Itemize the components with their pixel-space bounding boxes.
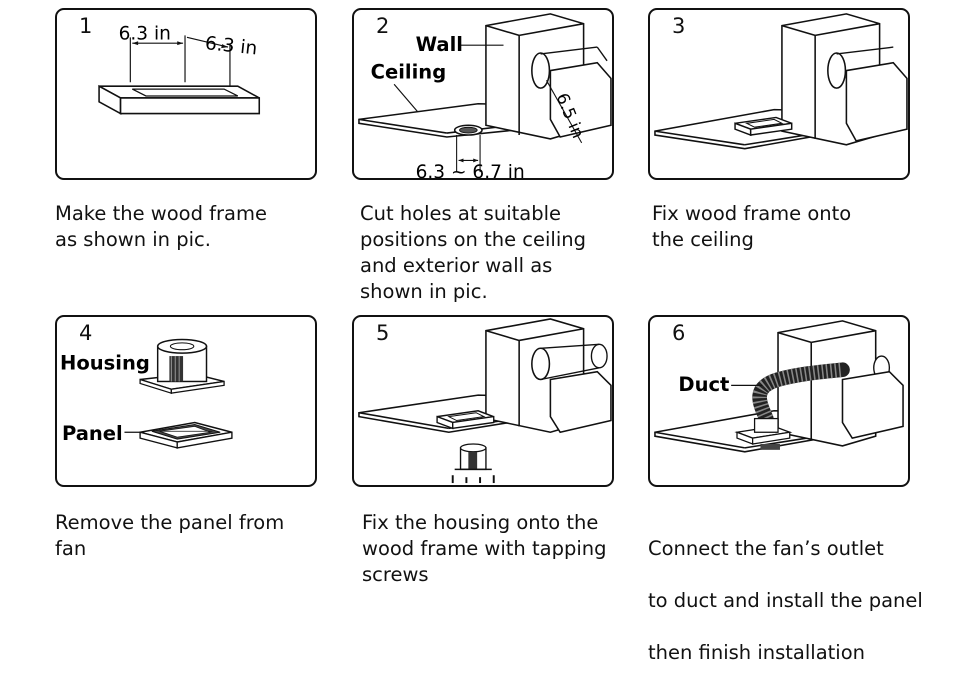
panel-label: Panel — [62, 422, 123, 445]
wall-label: Wall — [416, 33, 463, 56]
ceiling-label: Ceiling — [371, 60, 447, 83]
step-number: 2 — [376, 14, 390, 38]
duct-label: Duct — [678, 373, 729, 396]
wood-frame-illustration: 6.3 in 6.3 in — [98, 23, 261, 115]
step-2-caption: Cut holes at suitable positions on the c… — [360, 202, 586, 303]
step-5-caption: Fix the housing onto the wood frame with… — [362, 511, 607, 586]
duct-connection-illustration: Duct — [654, 320, 904, 453]
step-3-panel: 3 — [648, 8, 910, 180]
step-4-caption: Remove the panel from fan — [55, 511, 285, 560]
step-number: 4 — [79, 321, 93, 345]
step-6-panel: Duct 6 — [648, 315, 910, 487]
step-number: 5 — [376, 321, 390, 345]
housing-panel-illustration: Housing Panel — [60, 338, 233, 449]
step-3-caption: Fix wood frame onto the ceiling — [652, 202, 852, 251]
frame-on-ceiling-illustration — [654, 13, 908, 150]
dim-right-label: 6.3 in — [204, 33, 258, 59]
ceiling-wall-illustration: Wall Ceiling 6.5 in 6.3 ~ 6.7 in — [358, 13, 612, 178]
step-1-panel: 6.3 in 6.3 in 1 — [55, 8, 317, 180]
step-6-caption-line-2: to duct and install the panel — [648, 589, 923, 612]
ceiling-hole-dim-label: 6.3 ~ 6.7 in — [416, 162, 525, 178]
step-5-panel: 5 — [352, 315, 614, 487]
step-6-caption-line-1: Connect the fan’s outlet — [648, 537, 884, 560]
step-2-panel: Wall Ceiling 6.5 in 6.3 ~ 6.7 in 2 — [352, 8, 614, 180]
step-number: 1 — [79, 14, 93, 38]
step-4-panel: Housing Panel 4 — [55, 315, 317, 487]
step-6-caption: Connect the fan’s outlet to duct and ins… — [648, 510, 968, 692]
step-1-caption: Make the wood frame as shown in pic. — [55, 202, 267, 251]
housing-label: Housing — [60, 352, 150, 375]
step-6-caption-line-3: then finish installation — [648, 641, 866, 664]
step-number: 6 — [672, 321, 686, 345]
housing-on-frame-illustration — [358, 318, 612, 484]
dim-left-label: 6.3 in — [119, 23, 171, 44]
step-number: 3 — [672, 14, 686, 38]
